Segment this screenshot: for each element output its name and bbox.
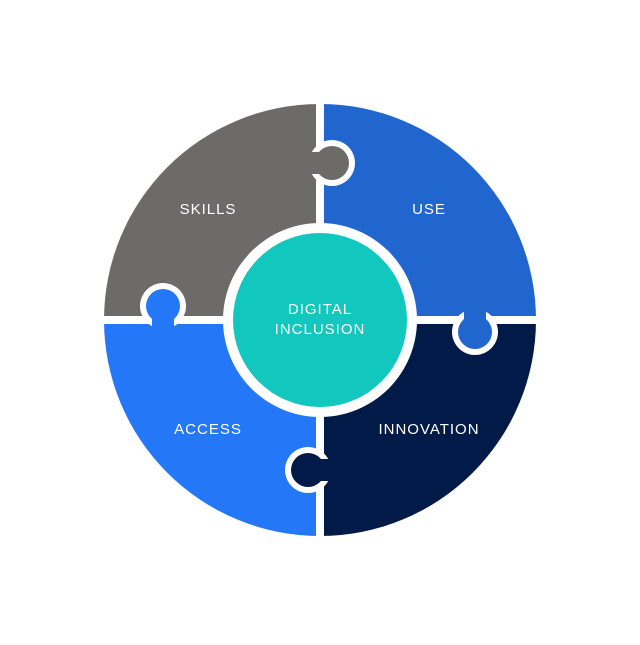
label-skills: SKILLS bbox=[180, 201, 237, 218]
label-innovation: INNOVATION bbox=[378, 421, 479, 438]
puzzle-knob-use bbox=[452, 308, 498, 355]
center-circle bbox=[233, 233, 407, 407]
puzzle-knob-innovation bbox=[285, 447, 332, 493]
center-label-line2: INCLUSION bbox=[275, 321, 366, 338]
puzzle-knob-access bbox=[140, 283, 186, 332]
center-label-line1: DIGITAL bbox=[288, 301, 352, 318]
puzzle-knob-skills bbox=[308, 140, 355, 186]
label-access: ACCESS bbox=[174, 421, 242, 438]
label-use: USE bbox=[412, 201, 446, 218]
